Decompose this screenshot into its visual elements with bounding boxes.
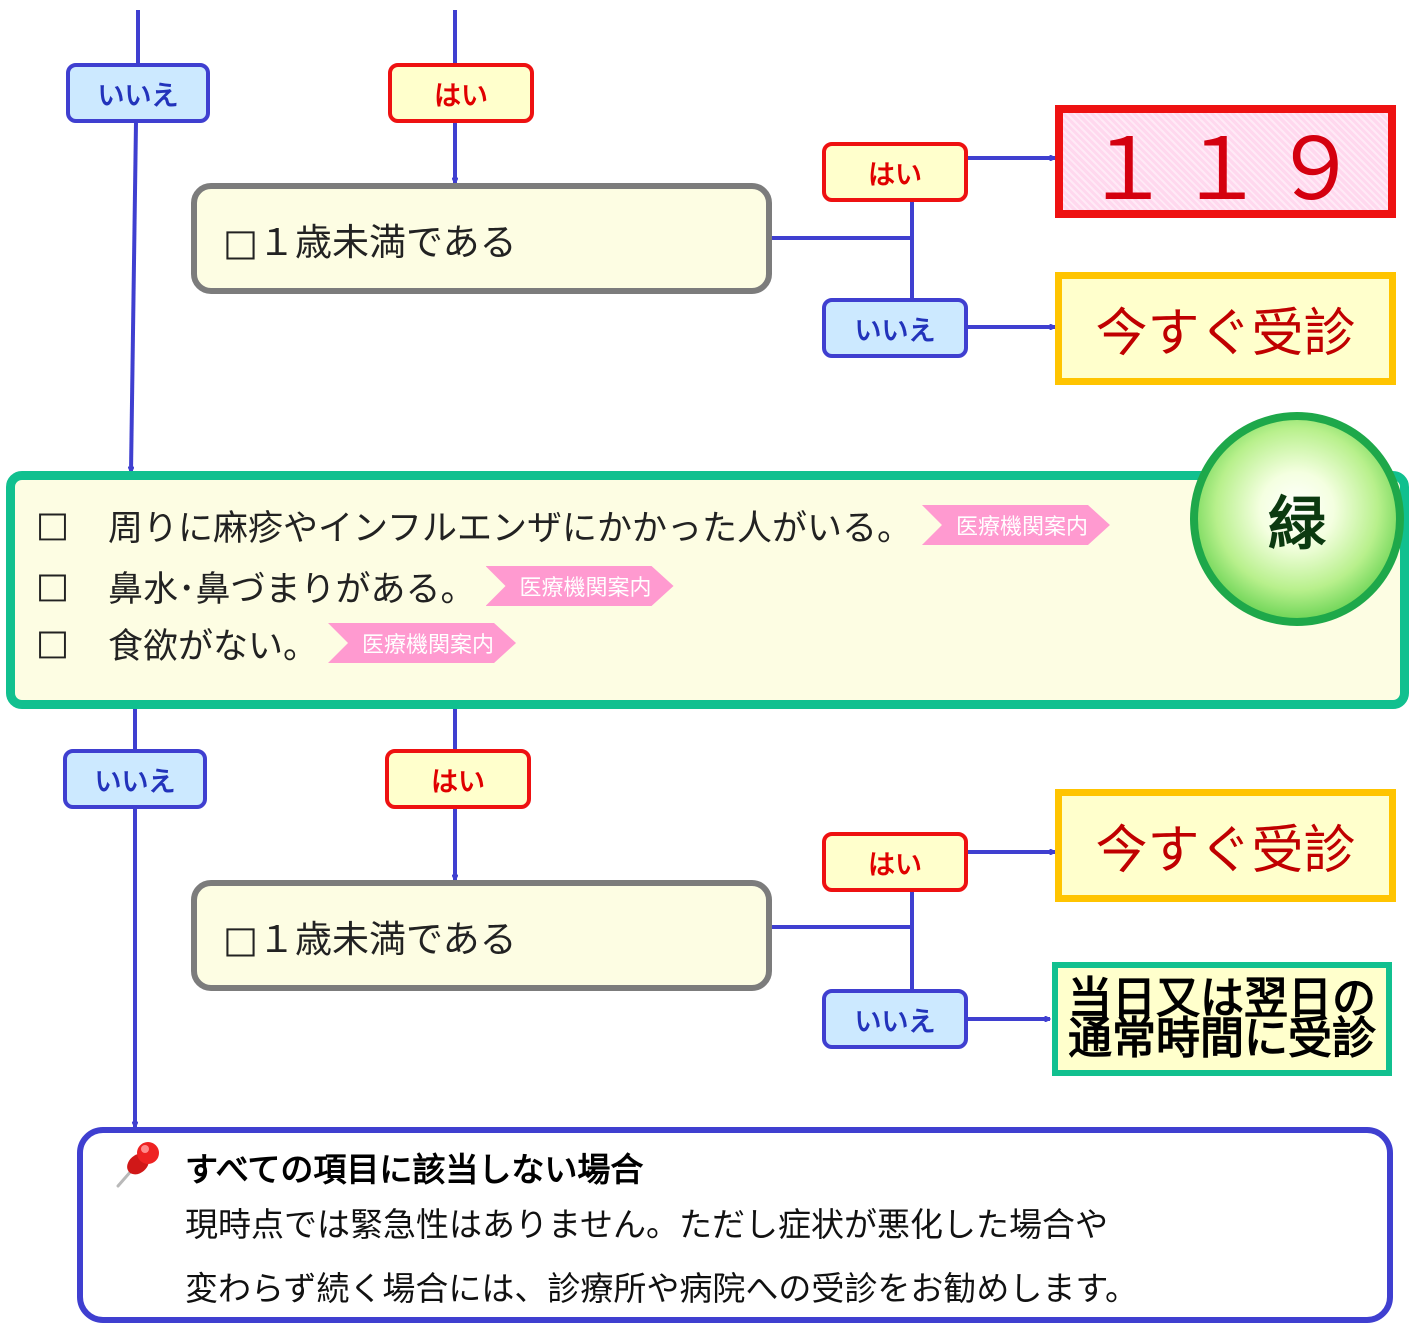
check-item-text: 食欲がない。 — [108, 626, 319, 667]
green-level-circle: 緑 — [1190, 412, 1404, 626]
result-next-day-visit: 当日又は翌日の 通常時間に受診 — [1052, 962, 1392, 1076]
medical-guide-link[interactable]: 医療機関案内 — [922, 505, 1110, 545]
footer-line-2: 変わらず続く場合には、診療所や病院への受診をお勧めします。 — [185, 1269, 1139, 1308]
no-badge-q2: いいえ — [822, 989, 968, 1049]
check-item-text: 鼻水･鼻づまりがある。 — [108, 569, 476, 610]
medical-guide-link[interactable]: 医療機関案内 — [486, 566, 674, 606]
checkbox-icon: □ — [36, 566, 70, 606]
medical-guide-link[interactable]: 医療機関案内 — [328, 623, 516, 663]
question-box-under1-first: □１歳未満である — [191, 183, 772, 294]
checkbox-icon: □ — [36, 505, 70, 545]
next-day-line1: 当日又は翌日の — [1068, 973, 1376, 1024]
check-item-text: 周りに麻疹やインフルエンザにかかった人がいる。 — [108, 508, 912, 549]
no-badge-q1: いいえ — [822, 298, 968, 358]
green-level-box — [6, 471, 1409, 709]
yes-badge-bottom: はい — [385, 749, 531, 809]
result-see-doctor-now-2: 今すぐ受診 — [1055, 789, 1396, 902]
checkbox-icon: □ — [36, 623, 70, 663]
pushpin-icon — [116, 1142, 159, 1188]
next-day-line2: 通常時間に受診 — [1068, 1013, 1376, 1064]
arrow-to-green-box — [131, 121, 138, 472]
question-text: □１歳未満である — [223, 917, 517, 961]
question-text: □１歳未満である — [223, 220, 517, 264]
check-item-3: □ 食欲がない。 医療機関案内 — [36, 620, 516, 667]
yes-badge-top: はい — [388, 63, 534, 123]
result-call-119: １１９ — [1055, 105, 1396, 220]
no-badge-bottom-left: いいえ — [63, 749, 207, 809]
no-applicable-items-box — [77, 1127, 1393, 1323]
check-item-2: □ 鼻水･鼻づまりがある。 医療機関案内 — [36, 563, 674, 610]
no-badge-top-left: いいえ — [66, 63, 210, 123]
footer-line-1: 現時点では緊急性はありません。ただし症状が悪化した場合や — [185, 1205, 1109, 1244]
green-level-label: 緑 — [1267, 490, 1326, 558]
question-box-under1-second: □１歳未満である — [191, 880, 772, 991]
yes-badge-q1: はい — [822, 142, 968, 202]
footer-title: すべての項目に該当しない場合 — [185, 1150, 644, 1189]
result-see-doctor-now-1: 今すぐ受診 — [1055, 272, 1396, 385]
check-item-1: □ 周りに麻疹やインフルエンザにかかった人がいる。 医療機関案内 — [36, 502, 1110, 549]
yes-badge-q2: はい — [822, 832, 968, 892]
